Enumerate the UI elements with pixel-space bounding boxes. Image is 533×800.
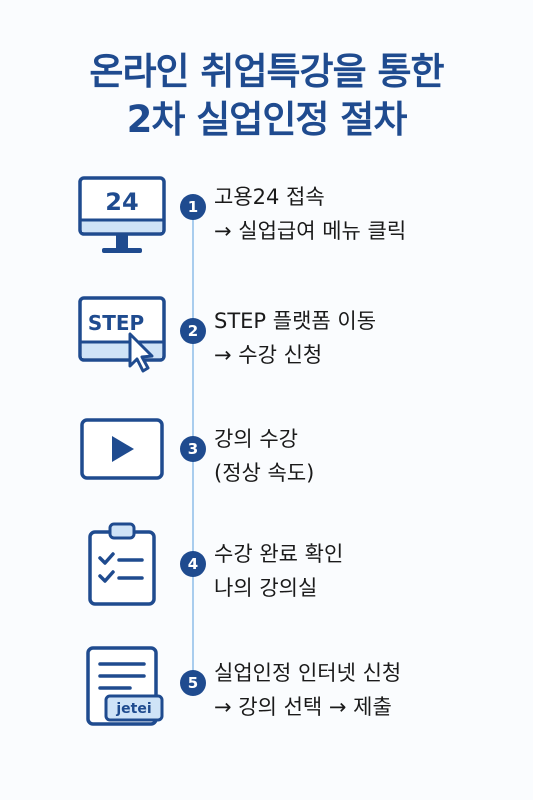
step-line-1: 강의 수강 [214,427,298,451]
mouse-cursor-icon [128,332,154,373]
step-line-1: STEP 플랫폼 이동 [214,309,377,333]
step-number-badge: 4 [180,551,206,577]
page-title: 온라인 취업특강을 통한 2차 실업인정 절차 [0,48,533,144]
step-label: STEP [88,311,144,335]
monitor-24-icon: 24 [78,176,166,253]
document-jetei-icon: jetei [86,646,164,726]
step-3: 3 강의 수강 (정상 속도) [0,406,533,506]
step-text: 수강 완료 확인 나의 강의실 [214,537,343,605]
step-text: 실업인정 인터넷 신청 → 강의 선택 → 제출 [214,656,401,724]
play-video-icon [80,418,164,480]
step-line-2: → 실업급여 메뉴 클릭 [214,219,407,243]
jetei-label: jetei [115,701,151,717]
step-number-badge: 5 [180,670,206,696]
step-line-2: → 수강 신청 [214,343,323,367]
step-1: 24 1 고용24 접속 → 실업급여 메뉴 클릭 [0,170,533,270]
step-number-badge: 3 [180,436,206,462]
title-line-2: 2차 실업인정 절차 [126,98,408,141]
step-5: jetei 5 실업인정 인터넷 신청 → 강의 선택 → 제출 [0,642,533,742]
step-line-1: 실업인정 인터넷 신청 [214,661,402,685]
monitor-24-label: 24 [105,188,138,216]
step-2: STEP 2 STEP 플랫폼 이동 → 수강 신청 [0,288,533,388]
step-4: 4 수강 완료 확인 나의 강의실 [0,518,533,618]
step-line-2: 나의 강의실 [214,576,318,600]
step-line-1: 수강 완료 확인 [214,542,344,566]
title-line-1: 온라인 취업특강을 통한 [89,50,444,93]
step-text: 강의 수강 (정상 속도) [214,422,314,490]
step-number-badge: 1 [180,194,206,220]
step-line-2: → 강의 선택 → 제출 [214,695,392,719]
step-number-badge: 2 [180,318,206,344]
step-line-1: 고용24 접속 [214,185,325,209]
step-cursor-icon: STEP [78,296,166,373]
step-text: STEP 플랫폼 이동 → 수강 신청 [214,304,376,372]
clipboard-checklist-icon [88,522,156,606]
step-line-2: (정상 속도) [214,461,315,485]
step-text: 고용24 접속 → 실업급여 메뉴 클릭 [214,180,406,248]
